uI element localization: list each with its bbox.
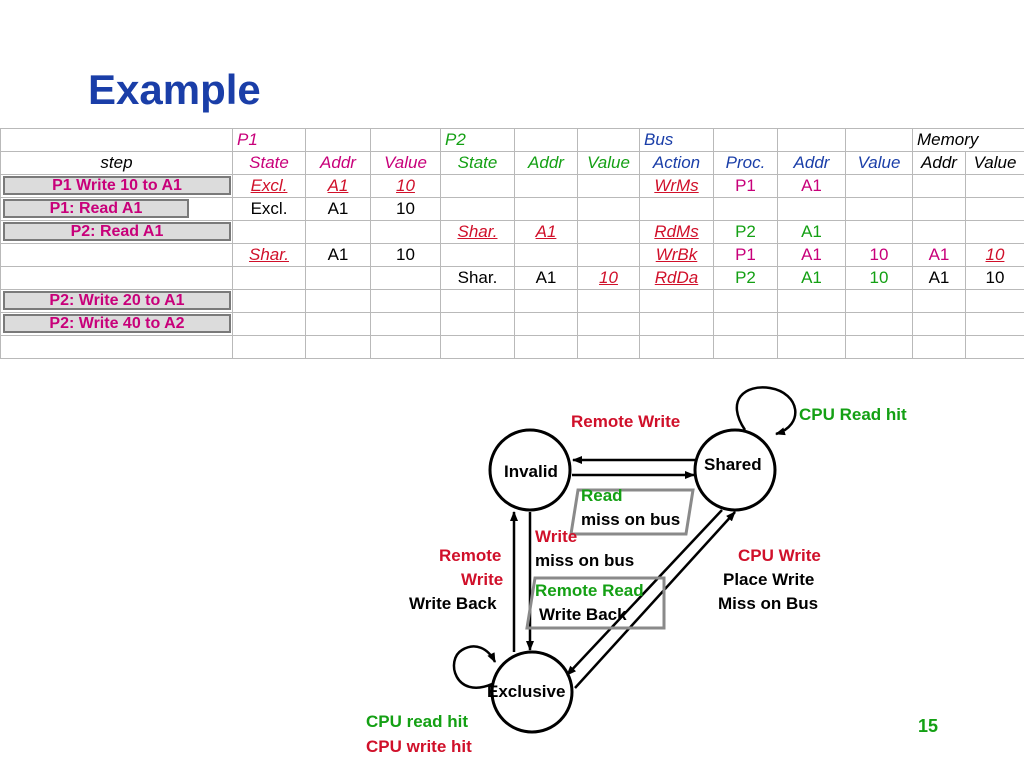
cpu-write-label: CPU Write bbox=[738, 546, 821, 565]
exclusive-self-loop bbox=[452, 645, 497, 689]
remote-label: Remote bbox=[439, 546, 502, 565]
exclusive-state-node bbox=[490, 650, 574, 734]
p2-value-header: Value bbox=[577, 151, 640, 175]
mem-value-cell bbox=[965, 174, 1024, 198]
remote-write-label: Write bbox=[461, 570, 504, 589]
p1-state-cell bbox=[232, 220, 306, 244]
p2-state-cell bbox=[440, 197, 515, 221]
cpu-write-hit-exclusive-label: CPU write hit bbox=[366, 737, 472, 756]
bus-proc-cell: P2 bbox=[713, 220, 778, 244]
p1-group-header: P1 bbox=[232, 128, 306, 152]
step-cell bbox=[0, 243, 233, 267]
p2-state-header: State bbox=[440, 151, 515, 175]
bus-addr-cell: A1 bbox=[777, 266, 846, 290]
table-row bbox=[0, 335, 1024, 359]
write-miss-on-bus-label: miss on bus bbox=[535, 551, 635, 570]
write-back-center-label: Write Back bbox=[539, 605, 627, 624]
bus-action-cell: WrMs bbox=[639, 174, 714, 198]
bus-proc-cell: P2 bbox=[713, 266, 778, 290]
shared-state-label: Shared bbox=[704, 455, 762, 474]
bus-group-header: Bus bbox=[639, 128, 714, 152]
memory-group-header: Memory bbox=[912, 128, 1024, 152]
shared-self-loop bbox=[735, 386, 797, 436]
coherence-table: P1 P2 Bus Memory step State Addr Value S… bbox=[0, 128, 1024, 359]
bus-value-cell: 10 bbox=[845, 266, 913, 290]
table-row: P2: Read A1 Shar. A1 RdMs P2 A1 bbox=[0, 220, 1024, 244]
mem-addr-cell bbox=[912, 174, 966, 198]
read-label: Read bbox=[581, 486, 623, 505]
invalid-state-node bbox=[488, 428, 572, 512]
bus-proc-cell: P1 bbox=[713, 243, 778, 267]
shared-state-node bbox=[693, 428, 777, 512]
p2-addr-header: Addr bbox=[514, 151, 578, 175]
write-back-left-label: Write Back bbox=[409, 594, 497, 613]
remote-read-highlight-box bbox=[525, 576, 666, 630]
p1-value-cell: 10 bbox=[370, 243, 441, 267]
slide-title: Example bbox=[88, 66, 261, 113]
p1-addr-cell: A1 bbox=[305, 197, 371, 221]
step-button[interactable]: P2: Read A1 bbox=[3, 222, 231, 241]
step-cell bbox=[0, 266, 233, 290]
table-row: Shar. A1 10 RdDa P2 A1 10 A1 10 bbox=[0, 266, 1024, 290]
table-row: P1 Write 10 to A1 Excl. A1 10 WrMs P1 A1 bbox=[0, 174, 1024, 198]
step-button[interactable]: P2: Write 40 to A2 bbox=[3, 314, 231, 333]
p1-value-cell bbox=[370, 220, 441, 244]
p2-state-cell bbox=[440, 174, 515, 198]
miss-on-bus-right-label: Miss on Bus bbox=[718, 594, 819, 613]
mem-addr-header: Addr bbox=[912, 151, 966, 175]
invalid-state-label: Invalid bbox=[504, 462, 558, 481]
bus-proc-header: Proc. bbox=[713, 151, 778, 175]
read-miss-highlight-box bbox=[569, 488, 695, 536]
step-header: step bbox=[0, 151, 233, 175]
p2-value-cell: 10 bbox=[577, 266, 640, 290]
remote-read-label: Remote Read bbox=[535, 581, 644, 600]
bus-addr-cell: A1 bbox=[777, 243, 846, 267]
shared-to-exclusive-arrow bbox=[566, 509, 723, 676]
place-write-label: Place Write bbox=[723, 570, 815, 589]
cpu-read-hit-shared-label: CPU Read hit bbox=[799, 405, 907, 424]
p1-addr-cell: A1 bbox=[305, 174, 371, 198]
table-row: Shar. A1 10 WrBk P1 A1 10 A1 10 bbox=[0, 243, 1024, 267]
bus-addr-cell: A1 bbox=[777, 220, 846, 244]
page-number: 15 bbox=[918, 716, 939, 736]
p2-addr-cell bbox=[514, 197, 578, 221]
p1-addr-cell: A1 bbox=[305, 243, 371, 267]
bus-addr-header: Addr bbox=[777, 151, 846, 175]
step-button[interactable]: P1 Write 10 to A1 bbox=[3, 176, 231, 195]
p2-addr-cell: A1 bbox=[514, 266, 578, 290]
p2-addr-cell bbox=[514, 174, 578, 198]
p1-state-header: State bbox=[232, 151, 306, 175]
table-row: P2: Write 40 to A2 bbox=[0, 312, 1024, 336]
mem-addr-cell: A1 bbox=[912, 243, 966, 267]
step-button[interactable]: P2: Write 20 to A1 bbox=[3, 291, 231, 310]
exclusive-state-label: Exclusive bbox=[487, 682, 566, 701]
write-label: Write bbox=[535, 527, 578, 546]
cpu-read-hit-exclusive-label: CPU read hit bbox=[366, 712, 469, 731]
exclusive-to-shared-arrow bbox=[574, 511, 736, 689]
p1-value-header: Value bbox=[370, 151, 441, 175]
remote-write-top-label: Remote Write bbox=[571, 412, 681, 431]
step-button[interactable]: P1: Read A1 bbox=[3, 199, 189, 218]
read-miss-on-bus-label: miss on bus bbox=[581, 510, 681, 529]
